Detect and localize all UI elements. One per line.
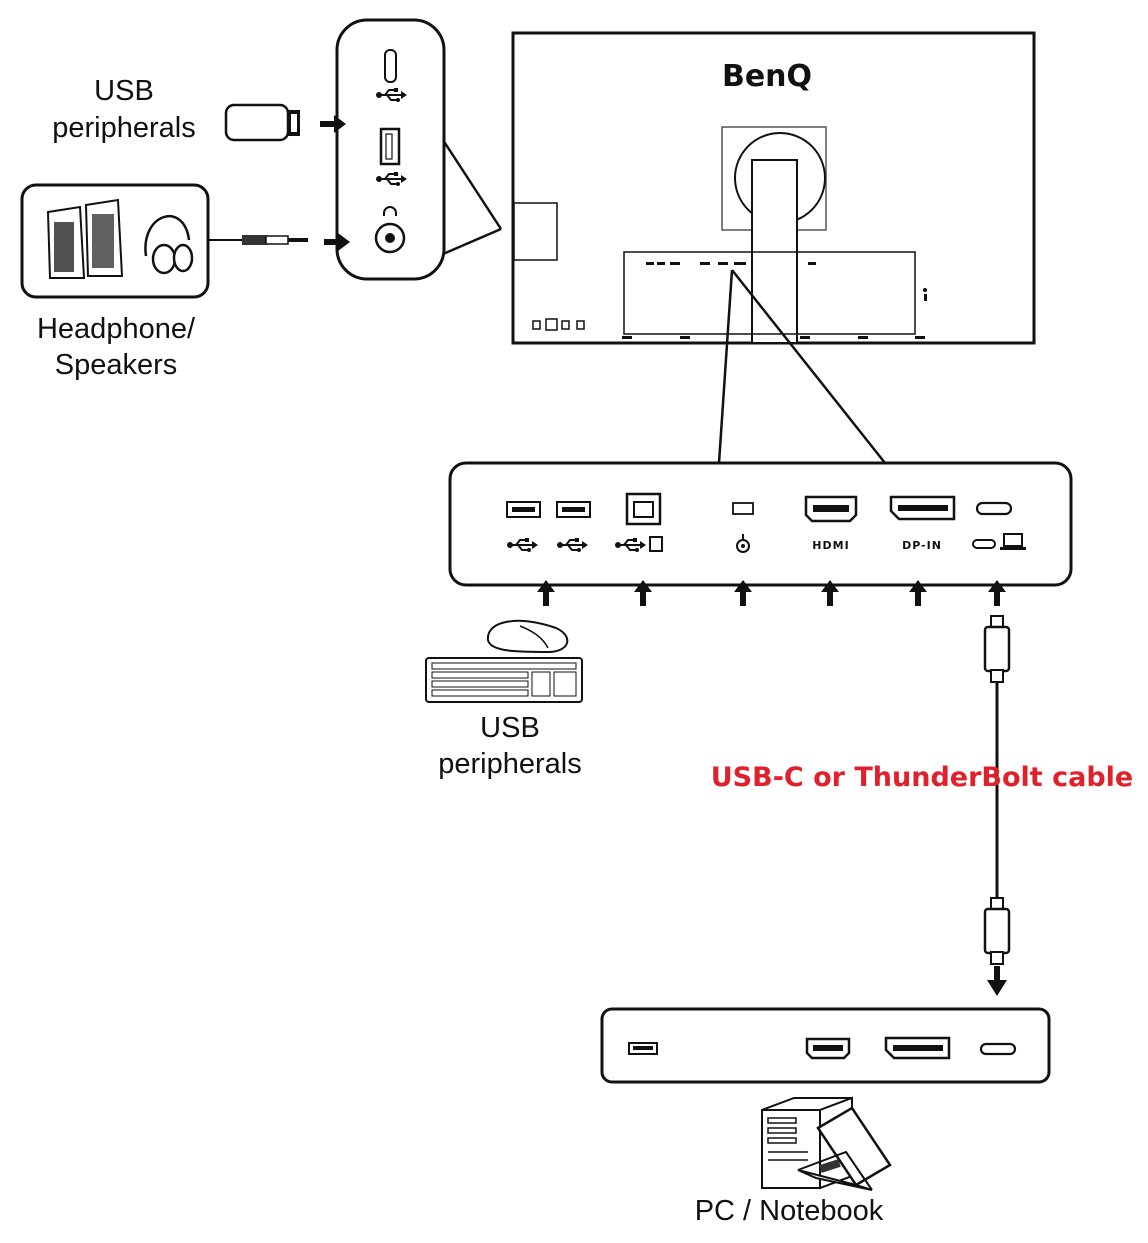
laptop-icon bbox=[797, 1106, 892, 1191]
usb-c-port bbox=[975, 501, 1013, 516]
side-usbc-port bbox=[384, 49, 397, 83]
cable-label: USB-C or ThunderBolt cable bbox=[711, 762, 1133, 793]
dp-port-label: DP-IN bbox=[902, 539, 942, 552]
speakers-icon bbox=[46, 198, 124, 279]
headphones-icon bbox=[144, 215, 194, 275]
pc-label: PC / Notebook bbox=[695, 1195, 884, 1227]
usb-peripherals-bottom-label: peripherals bbox=[438, 748, 581, 780]
side-port-panel bbox=[335, 18, 503, 281]
laptop-icon bbox=[1000, 533, 1026, 550]
rear-port-panel: HDMI DP-IN bbox=[448, 461, 1073, 587]
mouse-icon bbox=[486, 619, 569, 654]
usb-peripherals-side-label: USB bbox=[94, 75, 154, 107]
monitor-brand: BenQ bbox=[722, 59, 812, 94]
audio-out-port bbox=[732, 502, 754, 515]
headphone-label: Headphone/ bbox=[37, 313, 196, 345]
usb-stick-icon bbox=[224, 103, 300, 142]
pc-port-panel bbox=[600, 1007, 1051, 1084]
keyboard-icon bbox=[425, 657, 583, 703]
usb-c-cable bbox=[983, 615, 1011, 996]
hdmi-port-label: HDMI bbox=[812, 539, 849, 552]
usb-b-port bbox=[625, 492, 662, 526]
usb-peripherals-bottom-label: USB bbox=[480, 712, 540, 744]
headphone-label: Speakers bbox=[55, 349, 178, 381]
usb-peripherals-side-label: peripherals bbox=[52, 112, 195, 144]
headphone-speakers-box bbox=[20, 183, 308, 299]
pc-usb-c-port bbox=[979, 1042, 1017, 1056]
monitor-back: BenQ bbox=[511, 31, 1036, 345]
audio-jack-icon bbox=[736, 534, 750, 553]
monitor-control-buttons bbox=[532, 318, 585, 331]
